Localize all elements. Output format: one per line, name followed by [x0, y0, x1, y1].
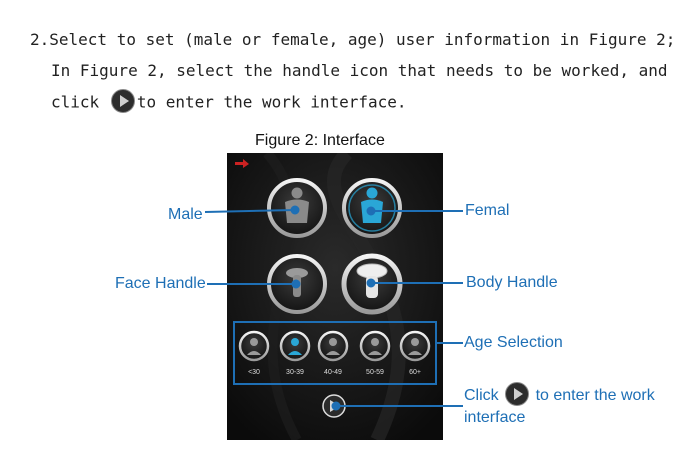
play-icon: [505, 382, 530, 406]
callout-male: Male: [168, 206, 203, 223]
age-selection-group: <30 30-39 40-49 50-59 60+: [238, 330, 431, 376]
instruction-line-2: In Figure 2, select the handle icon that…: [51, 61, 668, 80]
callout-click-line2: interface: [464, 409, 526, 426]
step-number: 2.: [30, 30, 50, 49]
callout-female: Femal: [465, 202, 510, 219]
age-option-40-49[interactable]: [317, 330, 349, 362]
age-label: <30: [248, 369, 260, 376]
age-option-under-30[interactable]: [238, 330, 270, 362]
age-option-30-39[interactable]: [279, 330, 311, 362]
play-icon: [110, 89, 135, 113]
instruction-line-3: click to enter the work interface.: [51, 89, 407, 115]
age-selection-box: [233, 321, 437, 385]
age-label: 60+: [409, 369, 421, 376]
age-label: 30-39: [286, 369, 304, 376]
callout-body-handle: Body Handle: [466, 274, 558, 291]
age-option-50-59[interactable]: [359, 330, 391, 362]
back-arrow-icon[interactable]: [235, 159, 249, 168]
figure-title: Figure 2: Interface: [255, 132, 385, 149]
age-option-60-plus[interactable]: [399, 330, 431, 362]
instruction-line-1: 2.Select to set (male or female, age) us…: [30, 30, 676, 49]
callout-age-selection: Age Selection: [464, 334, 563, 351]
callout-face-handle: Face Handle: [115, 275, 206, 292]
age-label: 50-59: [366, 369, 384, 376]
callout-click: Click to enter the work: [464, 382, 655, 408]
device-screen: <30 30-39 40-49 50-59 60+: [227, 153, 443, 440]
age-label: 40-49: [324, 369, 342, 376]
